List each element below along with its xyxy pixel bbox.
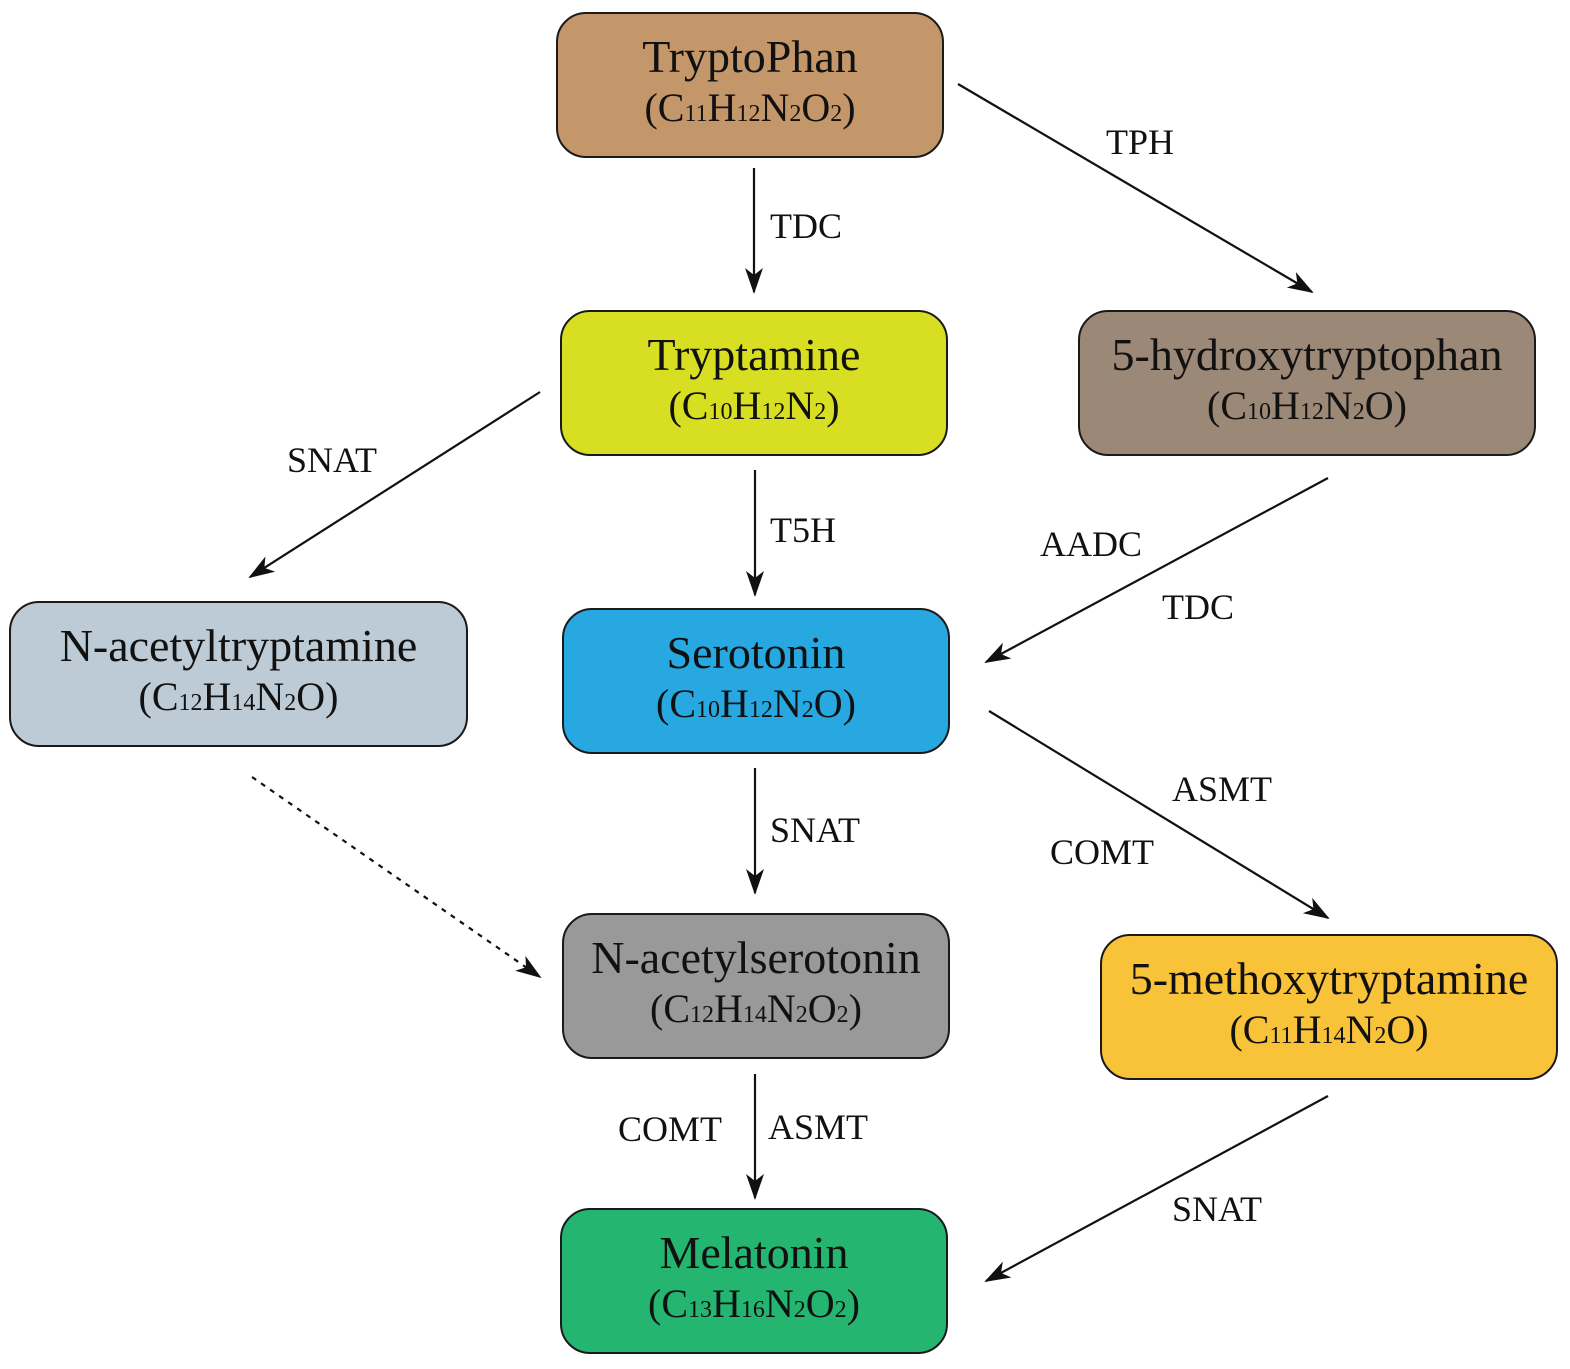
node-tryptamine-name: Tryptamine — [647, 329, 861, 380]
formula-subscript: 14 — [742, 1002, 767, 1028]
formula-subscript: 2 — [801, 697, 814, 723]
formula-subscript: 10 — [1247, 399, 1271, 425]
node-melatonin-formula: (C13H16N2O2) — [647, 1281, 860, 1326]
enzyme-label-snat: SNAT — [287, 440, 378, 480]
node-5-hydroxytryptophan-name: 5-hydroxytryptophan — [1111, 329, 1503, 380]
formula-subscript: 12 — [748, 697, 773, 723]
formula-subscript: 12 — [736, 101, 761, 127]
enzyme-label-snat: SNAT — [1172, 1189, 1263, 1229]
formula-subscript: 11 — [684, 101, 708, 127]
node-n-acetylserotonin-name: N-acetylserotonin — [591, 932, 921, 983]
formula-subscript: 2 — [1374, 1023, 1387, 1049]
enzyme-label-t5h: T5H — [770, 510, 836, 550]
formula-subscript: 2 — [834, 1297, 847, 1323]
node-5-methoxytryptamine: 5-methoxytryptamine (C11H14N2O) — [1100, 934, 1558, 1080]
enzyme-label-comt: COMT — [618, 1109, 723, 1149]
node-n-acetyltryptamine: N-acetyltryptamine (C12H14N2O) — [9, 601, 468, 747]
node-n-acetylserotonin: N-acetylserotonin (C12H14N2O2) — [562, 913, 950, 1059]
formula-subscript: 10 — [708, 399, 733, 425]
formula-subscript: 12 — [690, 1002, 714, 1028]
node-melatonin: Melatonin (C13H16N2O2) — [560, 1208, 948, 1354]
edge-acetyltryptamine-acetylserotonin-arrow — [251, 776, 542, 979]
edge-hydroxytryptophan-serotonin-arrow — [984, 477, 1329, 663]
node-serotonin: Serotonin (C10H12N2O) — [562, 608, 950, 754]
enzyme-label-snat: SNAT — [770, 810, 861, 850]
formula-subscript: 2 — [830, 101, 843, 127]
formula-subscript: 2 — [789, 101, 802, 127]
node-5-methoxytryptamine-name: 5-methoxytryptamine — [1129, 953, 1529, 1004]
formula-subscript: 16 — [740, 1297, 765, 1323]
formula-subscript: 13 — [688, 1297, 712, 1323]
formula-subscript: 2 — [284, 690, 297, 716]
formula-subscript: 2 — [795, 1002, 808, 1028]
formula-subscript: 2 — [836, 1002, 849, 1028]
node-n-acetylserotonin-formula: (C12H14N2O2) — [649, 986, 862, 1031]
node-n-acetyltryptamine-name: N-acetyltryptamine — [59, 620, 418, 671]
node-melatonin-name: Melatonin — [659, 1227, 849, 1278]
formula-subscript: 12 — [1299, 399, 1324, 425]
formula-subscript: 2 — [1352, 399, 1365, 425]
node-5-hydroxytryptophan: 5-hydroxytryptophan (C10H12N2O) — [1078, 310, 1536, 456]
edge-tryptophan-hydroxytryptophan-arrow — [957, 83, 1314, 294]
formula-subscript: 12 — [761, 399, 786, 425]
edge-serotonin-methoxytryptamine-arrow — [988, 710, 1330, 920]
formula-subscript: 2 — [814, 399, 827, 425]
edge-methoxytryptamine-melatonin-arrow — [984, 1095, 1329, 1282]
enzyme-label-asmt: ASMT — [768, 1107, 869, 1147]
edge-tryptamine-acetyltryptamine-arrow — [248, 391, 541, 579]
enzyme-label-tph: TPH — [1106, 122, 1175, 162]
node-n-acetyltryptamine-formula: (C12H14N2O) — [138, 674, 339, 719]
node-tryptophan-name: TryptoPhan — [642, 31, 858, 82]
node-tryptophan: TryptoPhan (C11H12N2O2) — [556, 12, 944, 158]
enzyme-label-aadc: AADC — [1040, 524, 1143, 564]
node-tryptamine-formula: (C10H12N2) — [668, 383, 840, 428]
node-tryptamine: Tryptamine (C10H12N2) — [560, 310, 948, 456]
formula-subscript: 10 — [696, 697, 720, 723]
formula-subscript: 12 — [178, 690, 203, 716]
formula-subscript: 11 — [1269, 1023, 1293, 1049]
node-serotonin-formula: (C10H12N2O) — [655, 681, 856, 726]
node-5-methoxytryptamine-formula: (C11H14N2O) — [1229, 1007, 1429, 1052]
formula-subscript: 14 — [1321, 1023, 1346, 1049]
enzyme-label-asmt: ASMT — [1172, 769, 1273, 809]
enzyme-label-tdc: TDC — [770, 206, 842, 246]
enzyme-label-tdc: TDC — [1162, 587, 1234, 627]
formula-subscript: 2 — [793, 1297, 806, 1323]
formula-subscript: 14 — [231, 690, 256, 716]
node-5-hydroxytryptophan-formula: (C10H12N2O) — [1206, 383, 1407, 428]
node-tryptophan-formula: (C11H12N2O2) — [644, 85, 856, 130]
enzyme-label-comt: COMT — [1050, 832, 1155, 872]
node-serotonin-name: Serotonin — [666, 627, 846, 678]
